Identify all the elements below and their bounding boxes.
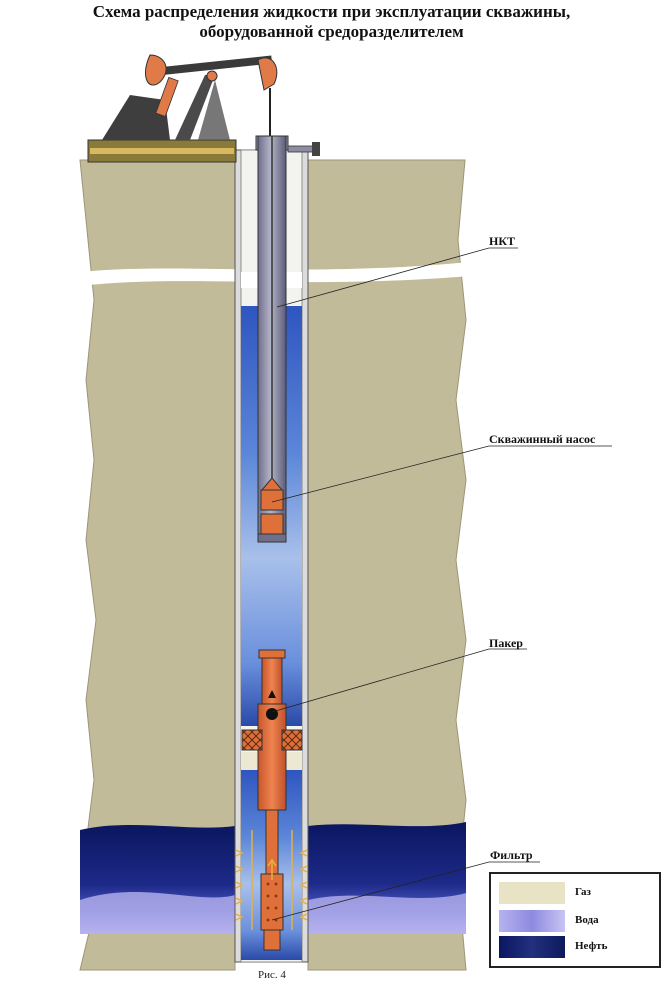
downhole-pump	[257, 477, 287, 543]
oil-formation	[80, 822, 466, 934]
legend-item-water: Вода	[499, 910, 659, 932]
legend-swatch-oil	[499, 936, 565, 958]
legend-item-gas: Газ	[499, 882, 659, 904]
legend-swatch-gas	[499, 882, 565, 904]
legend: Газ Вода Нефть	[489, 872, 661, 968]
legend-label-gas: Газ	[575, 886, 591, 898]
ground	[79, 159, 470, 971]
label-packer: Пакер	[489, 636, 523, 650]
title-line-1: Схема распределения жидкости при эксплуа…	[92, 2, 571, 21]
legend-label-oil: Нефть	[575, 940, 608, 952]
pump-jack-icon	[87, 54, 278, 163]
legend-swatch-water	[499, 910, 565, 932]
label-nkt: НКТ	[489, 234, 516, 248]
label-filter: Фильтр	[490, 848, 533, 862]
page-title: Схема распределения жидкости при эксплуа…	[0, 2, 663, 42]
title-line-2: оборудованной средоразделителем	[199, 22, 464, 41]
legend-item-oil: Нефть	[499, 936, 659, 958]
packer	[241, 649, 303, 811]
label-downhole-pump: Скважинный насос	[489, 432, 596, 446]
filter	[260, 809, 284, 951]
figure-caption: Рис. 4	[258, 969, 286, 981]
legend-label-water: Вода	[575, 914, 599, 926]
ball-valve-icon	[266, 708, 278, 720]
flow-arrow-icon	[235, 830, 308, 930]
leader-lines	[271, 247, 612, 921]
